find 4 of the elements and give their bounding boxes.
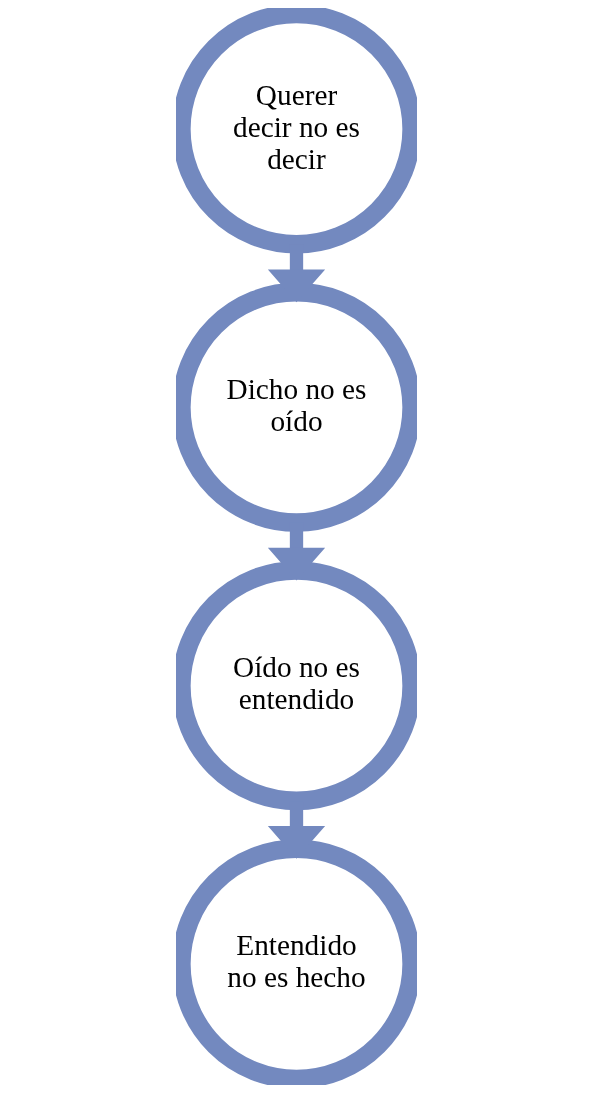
- node-circle: Entendido no es hecho: [175, 839, 417, 1085]
- node-circle: Dicho no es oído: [175, 282, 417, 532]
- node-circle: Oído no es entendido: [175, 561, 417, 811]
- node-circle: Querer decir no es decir: [175, 8, 417, 254]
